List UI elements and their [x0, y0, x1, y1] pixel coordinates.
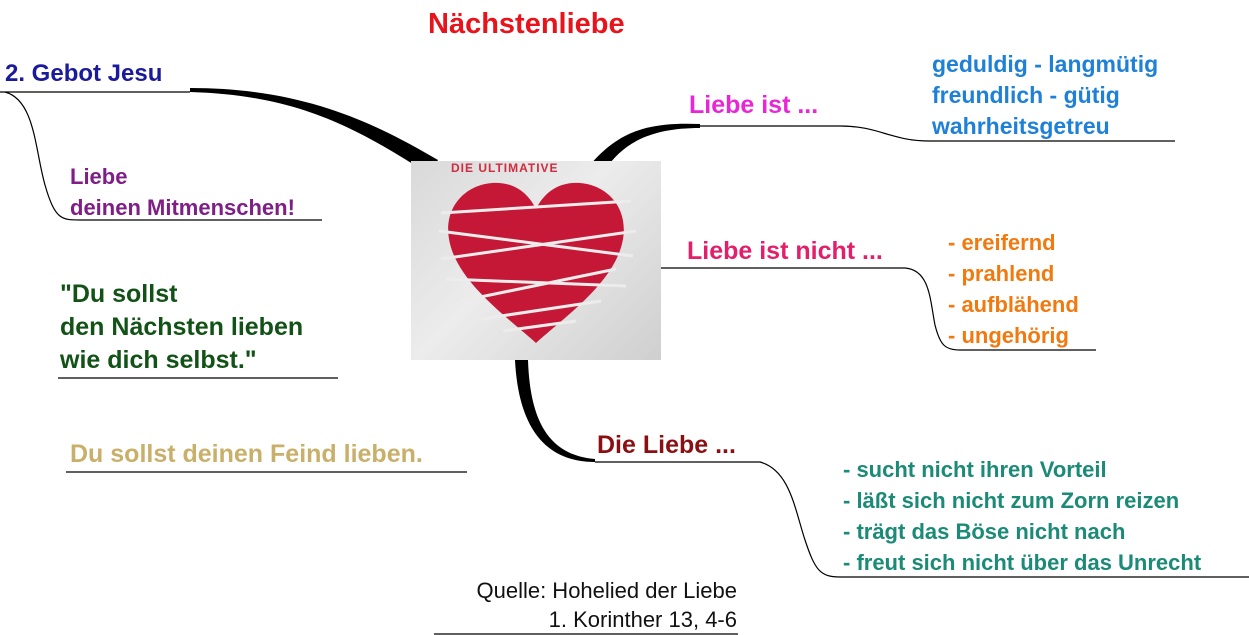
mitmenschen-line-1: Liebe: [70, 164, 128, 189]
list-item: wahrheitsgetreu: [932, 113, 1110, 139]
list-item: - läßt sich nicht zum Zorn reizen: [843, 488, 1180, 513]
node-liebe-ist-nicht: Liebe ist nicht ...: [687, 237, 883, 265]
quote-line-2: den Nächsten lieben: [60, 313, 304, 341]
list-item: - ungehörig: [948, 323, 1069, 348]
curve-mitmenschen: [4, 91, 322, 221]
node-feind: Du sollst deinen Feind lieben.: [70, 440, 423, 468]
node-gebot-jesu: 2. Gebot Jesu: [5, 60, 163, 87]
quote-line-1: "Du sollst: [60, 280, 178, 308]
list-item: - ereifernd: [948, 230, 1056, 255]
heart-image: DIE ULTIMATIVE: [411, 161, 661, 360]
image-top-text: DIE ULTIMATIVE: [451, 161, 559, 175]
list-item: geduldig - langmütig: [932, 51, 1159, 77]
quote-line-3: wie dich selbst.": [60, 346, 257, 374]
curve-die-liebe: [595, 461, 1249, 578]
branch-top-left: [190, 88, 438, 175]
node-liebe-ist: Liebe ist ...: [689, 91, 819, 119]
list-item: - aufblähend: [948, 292, 1079, 317]
liebe-ist-nicht-list: - ereifernd - prahlend - aufblähend - un…: [948, 227, 1079, 351]
branch-bottom: [515, 360, 595, 462]
source-line-1: Quelle: Hohelied der Liebe: [476, 578, 737, 603]
line-liebe-nicht: [661, 267, 1096, 351]
page-title: Nächstenliebe: [428, 8, 625, 40]
heart-icon: [438, 182, 637, 343]
list-item: freundlich - gütig: [932, 82, 1120, 108]
list-item: - trägt das Böse nicht nach: [843, 519, 1126, 544]
list-item: - sucht nicht ihren Vorteil: [843, 457, 1107, 482]
list-item: - freut sich nicht über das Unrecht: [843, 550, 1202, 575]
node-die-liebe: Die Liebe ...: [597, 431, 736, 459]
node-quote: "Du sollst den Nächsten lieben wie dich …: [60, 278, 303, 377]
curve-liebe-ist: [700, 125, 1175, 142]
node-liebe-mitmenschen: Liebe deinen Mitmenschen!: [70, 161, 295, 223]
source-line-2: 1. Korinther 13, 4-6: [548, 607, 737, 632]
list-item: - prahlend: [948, 261, 1055, 286]
liebe-ist-list: geduldig - langmütig freundlich - gütig …: [932, 49, 1158, 142]
mitmenschen-line-2: deinen Mitmenschen!: [70, 195, 295, 220]
die-liebe-list: - sucht nicht ihren Vorteil - läßt sich …: [843, 454, 1201, 578]
source-note: Quelle: Hohelied der Liebe 1. Korinther …: [438, 576, 737, 634]
